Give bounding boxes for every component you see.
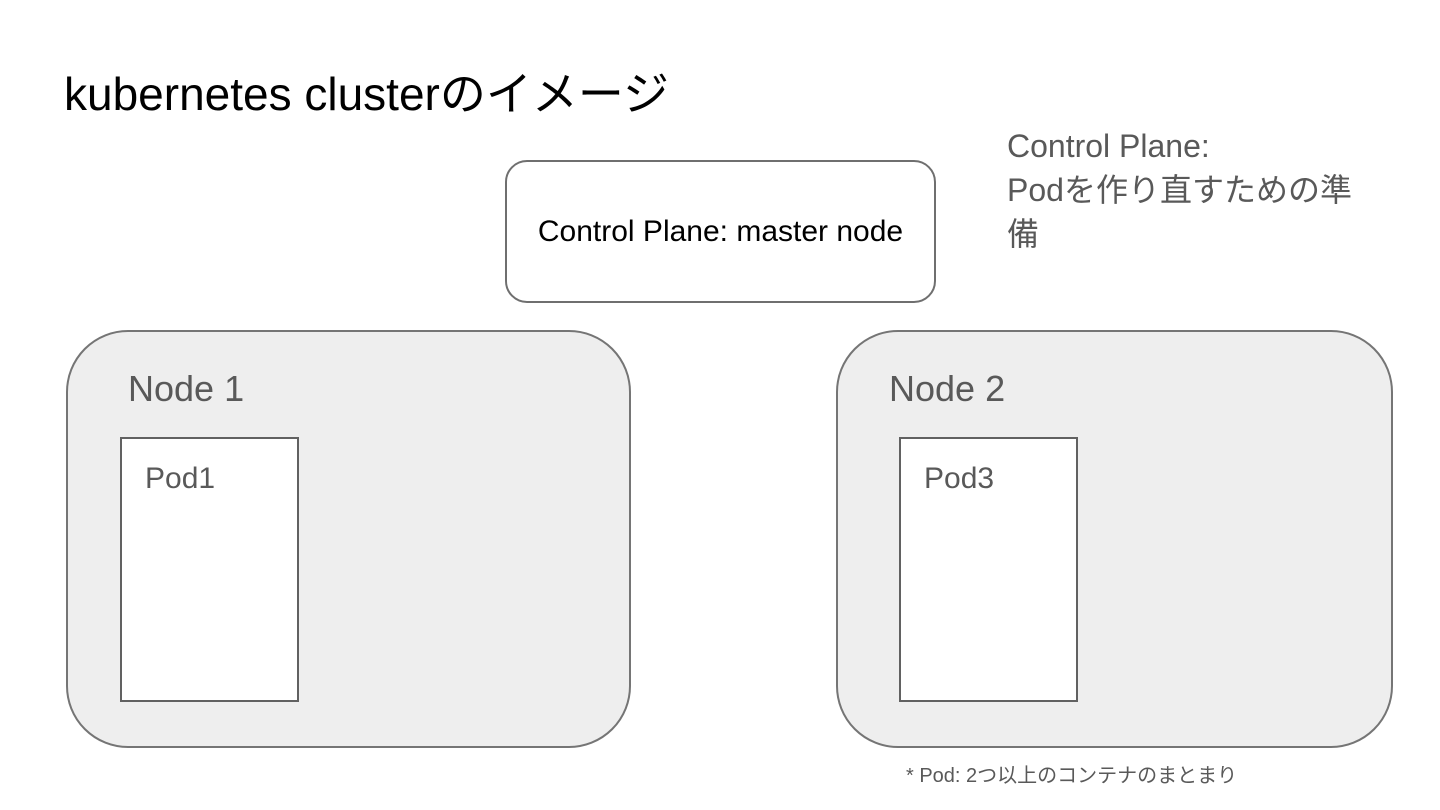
annotation-line-1: Control Plane: [1007, 128, 1210, 164]
node-2-label: Node 2 [889, 368, 1006, 409]
pod-3-box: Pod3 [899, 437, 1078, 702]
control-plane-label: Control Plane: master node [537, 214, 904, 248]
control-plane-box: Control Plane: master node [505, 160, 936, 303]
annotation-line-3: 備 [1007, 216, 1040, 252]
pod-footnote: * Pod: 2つ以上のコンテナのまとまり [906, 765, 1238, 787]
slide-title: kubernetes clusterのイメージ [64, 68, 669, 120]
pod-1-label: Pod1 [145, 462, 216, 495]
node-2-box: Node 2 Pod3 [836, 330, 1393, 748]
node-1-box: Node 1 Pod1 [66, 330, 631, 748]
control-plane-annotation: Control Plane: Podを作り直すための準 備 [1007, 124, 1407, 256]
pod-1-box: Pod1 [120, 437, 299, 702]
pod-3-label: Pod3 [924, 462, 995, 495]
annotation-line-2: Podを作り直すための準 [1007, 172, 1352, 208]
node-1-label: Node 1 [128, 368, 245, 409]
